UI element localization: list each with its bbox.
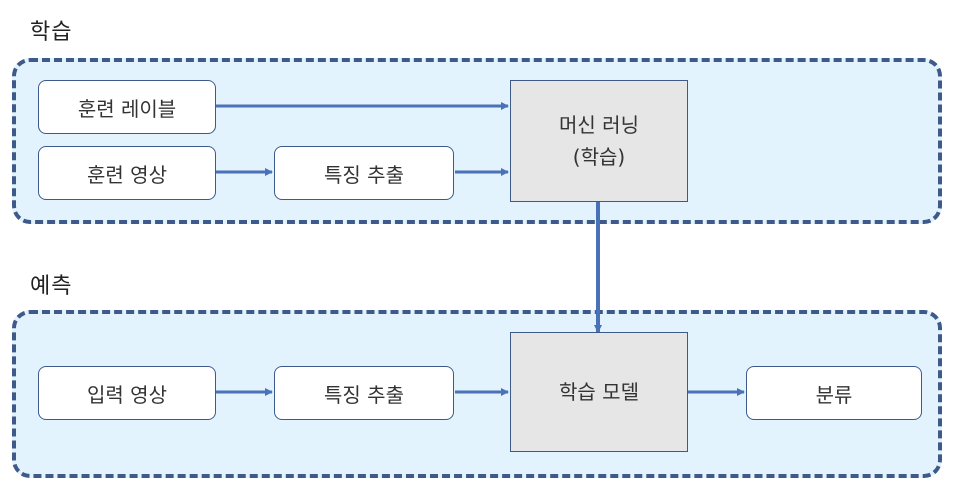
predict-section-label: 예측 xyxy=(30,274,73,299)
node-predict-feature: 특징 추출 xyxy=(274,366,454,420)
node-machine-learning: 머신 러닝 (학습) xyxy=(510,80,688,202)
node-train-labels: 훈련 레이블 xyxy=(38,80,216,134)
node-classification: 분류 xyxy=(746,366,922,420)
node-train-feature: 특징 추출 xyxy=(274,146,454,200)
machine-learning-line1: 머신 러닝 xyxy=(559,113,639,137)
node-train-images: 훈련 영상 xyxy=(38,146,216,200)
train-section-label: 학습 xyxy=(30,20,73,45)
node-trained-model: 학습 모델 xyxy=(510,332,688,452)
node-input-image: 입력 영상 xyxy=(38,366,216,420)
machine-learning-line2: (학습) xyxy=(572,145,626,169)
